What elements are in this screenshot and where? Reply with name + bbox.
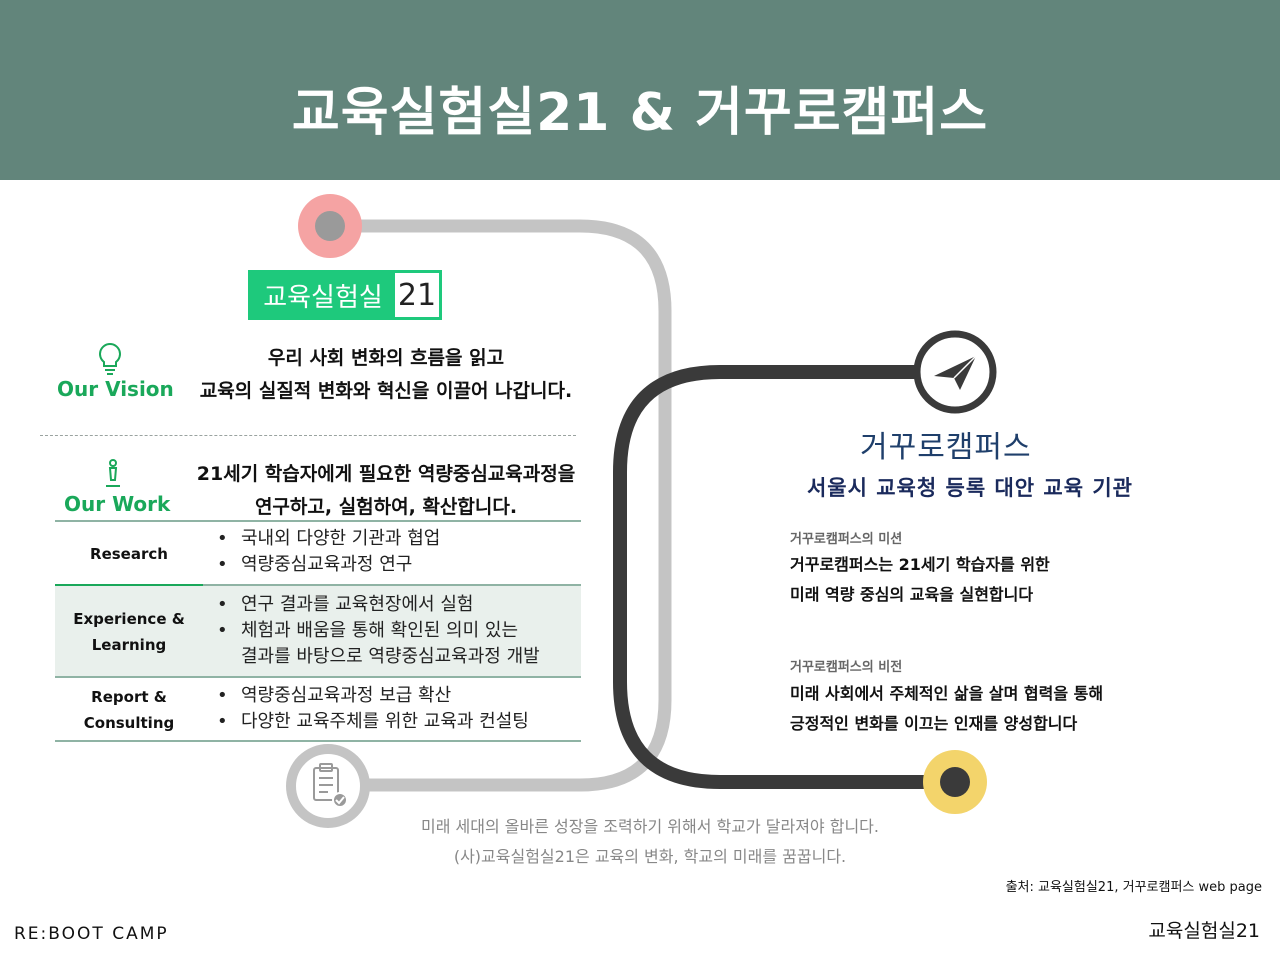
vision-line-1: 우리 사회 변화의 흐름을 읽고 bbox=[267, 347, 505, 369]
page-title: 교육실험실21 & 거꾸로캠퍼스 bbox=[291, 83, 989, 143]
vision-text: 우리 사회 변화의 흐름을 읽고 교육의 실질적 변화와 혁신을 이끌어 나갑니… bbox=[180, 342, 592, 408]
footer-message: 미래 세대의 올바른 성장을 조력하기 위해서 학교가 달라져야 합니다. (사… bbox=[421, 817, 879, 866]
source-note: 출처: 교육실험실21, 거꾸로캠퍼스 web page bbox=[1005, 880, 1262, 895]
table-row-experience: Experience & Learning 연구 결과를 교육현장에서 실험 체… bbox=[55, 586, 581, 678]
row-items: 역량중심교육과정 보급 확산 다양한 교육주체를 위한 교육과 컨설팅 bbox=[217, 683, 529, 735]
gray-road bbox=[330, 219, 672, 792]
work-label: Our Work bbox=[64, 492, 171, 516]
campus-logo: 거꾸로캠퍼스 bbox=[860, 430, 1032, 465]
reboot-camp-logo: RE:BOOT CAMP bbox=[14, 924, 169, 944]
row-label: Research bbox=[90, 545, 168, 563]
work-line-2: 연구하고, 실험하여, 확산합니다. bbox=[254, 496, 518, 518]
lab21-corner-logo: 교육실험실21 bbox=[1148, 920, 1260, 942]
mission-text: 거꾸로캠퍼스는 21세기 학습자를 위한 미래 역량 중심의 교육을 실현합니다 bbox=[790, 555, 1050, 604]
list-item: 다양한 교육주체를 위한 교육과 컨설팅 bbox=[217, 709, 529, 735]
row-accent bbox=[55, 584, 203, 586]
campus-subtitle: 서울시 교육청 등록 대안 교육 기관 bbox=[806, 476, 1134, 500]
list-item: 역량중심교육과정 연구 bbox=[217, 552, 440, 578]
campus-vision-heading: 거꾸로캠퍼스의 비전 bbox=[790, 660, 903, 675]
header-bar: 교육실험실21 & 거꾸로캠퍼스 bbox=[0, 0, 1280, 180]
list-item: 연구 결과를 교육현장에서 실험 bbox=[217, 592, 540, 618]
list-item: 역량중심교육과정 보급 확산 bbox=[217, 683, 529, 709]
work-line-1: 21세기 학습자에게 필요한 역량중심교육과정을 bbox=[196, 463, 576, 485]
start-dot-inner bbox=[315, 211, 345, 241]
dark-road bbox=[613, 365, 955, 789]
campus-vision-text: 미래 사회에서 주체적인 삶을 살며 협력을 통해 긍정적인 변화를 이끄는 인… bbox=[790, 684, 1104, 733]
vision-line-2: 교육의 실질적 변화와 혁신을 이끌어 나갑니다. bbox=[199, 380, 573, 402]
section-divider bbox=[40, 435, 576, 436]
chess-piece-icon bbox=[106, 459, 120, 487]
row-items: 연구 결과를 교육현장에서 실험 체험과 배움을 통해 확인된 의미 있는결과를… bbox=[217, 592, 540, 670]
table-row-report: Report & Consulting 역량중심교육과정 보급 확산 다양한 교… bbox=[55, 678, 581, 742]
row-label: Experience & Learning bbox=[73, 610, 185, 654]
lab21-logo-left: 교육실험실 bbox=[251, 273, 395, 317]
work-text: 21세기 학습자에게 필요한 역량중심교육과정을 연구하고, 실험하여, 확산합… bbox=[180, 458, 592, 524]
table-top-border bbox=[55, 520, 581, 522]
clipboard-check-icon bbox=[313, 763, 348, 808]
lab21-logo: 교육실험실 21 bbox=[248, 270, 442, 320]
paper-plane-icon bbox=[934, 355, 977, 390]
end-dot-inner bbox=[940, 767, 970, 797]
row-label: Report & Consulting bbox=[83, 688, 175, 732]
vision-label: Our Vision bbox=[57, 377, 174, 401]
lab21-logo-right: 21 bbox=[397, 277, 437, 313]
table-row-research: Research 국내외 다양한 기관과 협업 역량중심교육과정 연구 bbox=[55, 522, 581, 586]
lightbulb-icon bbox=[99, 342, 121, 375]
list-item: 국내외 다양한 기관과 협업 bbox=[217, 526, 440, 552]
row-items: 국내외 다양한 기관과 협업 역량중심교육과정 연구 bbox=[217, 526, 440, 578]
mission-heading: 거꾸로캠퍼스의 미션 bbox=[790, 532, 903, 547]
